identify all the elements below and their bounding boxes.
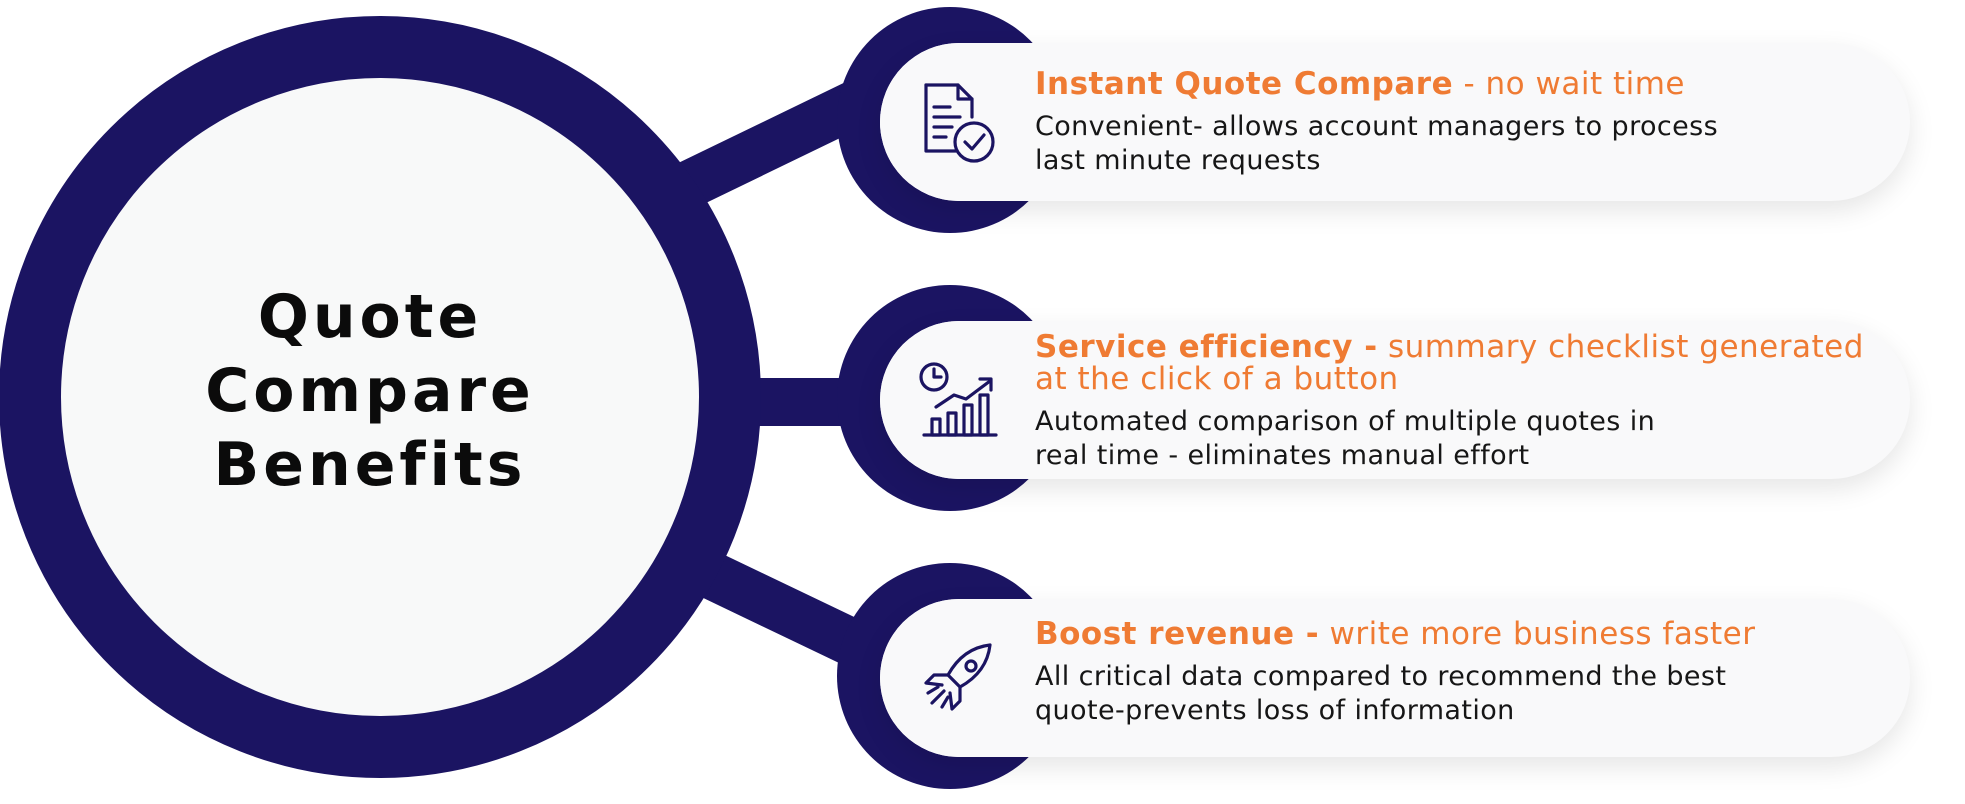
benefit-icon-disc-2 <box>880 321 1038 479</box>
benefit-icon-disc-1 <box>880 43 1038 201</box>
clock-growth-chart-icon <box>919 362 998 437</box>
document-check-icon <box>924 83 995 163</box>
benefit-title-2: Service efficiency - <box>1035 329 1378 365</box>
benefit-text-1: Instant Quote Compare - no wait time Con… <box>1035 68 1885 178</box>
benefit-headline-1: Instant Quote Compare - no wait time <box>1035 68 1885 100</box>
benefit-text-3: Boost revenue - write more business fast… <box>1035 618 1885 728</box>
hub-title-line-1: Quote <box>257 282 483 352</box>
benefit-headline-2: Service efficiency - summary checklist g… <box>1035 331 1885 395</box>
benefit-description-2-line-2: real time - eliminates manual effort <box>1035 440 1530 471</box>
benefit-description-1-line-1: Convenient- allows account managers to p… <box>1035 111 1719 142</box>
benefit-card-boost-revenue <box>880 599 1910 757</box>
benefit-subtitle-3: write more business faster <box>1329 616 1756 652</box>
hub-title-line-3: Benefits <box>213 430 527 500</box>
benefit-description-3-line-1: All critical data compared to recommend … <box>1035 661 1727 692</box>
benefit-icon-disc-3 <box>880 599 1038 757</box>
benefit-card-instant-quote <box>880 43 1910 201</box>
benefit-card-service-efficiency <box>880 321 1910 479</box>
benefit-subtitle-1: - no wait time <box>1463 66 1685 102</box>
benefit-description-1: Convenient- allows account managers to p… <box>1035 110 1885 178</box>
benefit-text-2: Service efficiency - summary checklist g… <box>1035 331 1885 473</box>
benefit-description-2: Automated comparison of multiple quotes … <box>1035 405 1885 473</box>
hub-title-line-2: Compare <box>205 356 535 426</box>
benefit-headline-3: Boost revenue - write more business fast… <box>1035 618 1885 650</box>
benefit-subtitle-2: summary checklist generated at the click… <box>1035 329 1864 397</box>
hub-title: Quote Compare Benefits <box>170 280 570 502</box>
rocket-icon <box>924 643 992 711</box>
benefit-title-3: Boost revenue - <box>1035 616 1320 652</box>
hub-circle <box>0 16 761 778</box>
benefit-description-2-line-1: Automated comparison of multiple quotes … <box>1035 406 1656 437</box>
benefit-description-3: All critical data compared to recommend … <box>1035 660 1885 728</box>
benefit-title-1: Instant Quote Compare <box>1035 66 1454 102</box>
benefit-description-1-line-2: last minute requests <box>1035 145 1321 176</box>
benefit-description-3-line-2: quote-prevents loss of information <box>1035 695 1515 726</box>
